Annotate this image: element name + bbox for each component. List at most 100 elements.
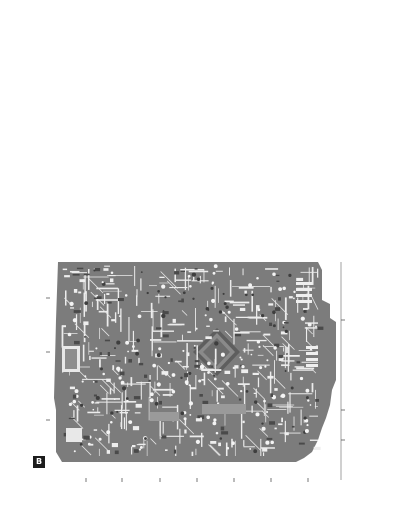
solder-pad [235,333,242,337]
solder-pad [223,302,227,306]
solder-pad [136,338,140,343]
solder-pad [252,372,259,375]
solder-pad [106,430,111,435]
solder-pad [193,344,196,347]
solder-pad [159,276,165,278]
solder-pad [93,429,98,431]
solder-pad [95,395,100,401]
solder-pad [79,443,83,446]
trace [256,401,265,411]
solder-pad [135,351,139,356]
solder-pad [313,446,321,450]
solder-pad [188,371,192,375]
solder-pad [116,366,121,371]
solder-pad [220,352,225,357]
solder-pad [282,326,285,329]
solder-pad [138,448,141,451]
solder-pad [265,440,270,445]
solder-pad [253,392,256,394]
solder-pad [192,297,195,300]
solder-pad [267,375,274,379]
trace [99,306,112,318]
solder-pad [131,349,139,352]
solder-pad [234,365,239,369]
solder-pad [132,426,140,431]
solder-pad [83,435,90,440]
solder-pad [244,293,248,297]
solder-pad [161,284,166,289]
solder-pad [257,308,261,312]
solder-pad [165,449,168,451]
solder-pad [184,429,187,434]
solder-pad [74,340,80,345]
solder-pad [178,300,184,303]
solder-pad [303,416,307,420]
solder-pad [256,277,259,280]
solder-pad [278,354,284,359]
solder-pad [205,306,210,311]
solder-pad [194,268,198,270]
trace [74,323,90,339]
solder-pad [144,374,148,378]
trace [160,271,178,289]
left-connector [62,346,82,442]
solder-pad [194,360,200,363]
trace [80,443,92,456]
solder-pad [317,326,324,330]
solder-pad [193,347,196,349]
solder-pad [134,451,138,453]
solder-pad [244,290,247,294]
trace [259,427,269,437]
solder-pad [261,426,266,431]
solder-pad [149,398,154,403]
solder-pad [127,350,130,353]
solder-pad [253,400,258,404]
trace [207,378,224,395]
solder-pad [174,271,180,275]
solder-pad [140,271,143,273]
right-reference-ticks [341,319,345,441]
solder-pad [93,269,96,272]
solder-pad [305,396,309,400]
solder-pad [106,450,110,454]
trace [149,385,161,396]
solder-pad [304,428,309,434]
trace [179,419,195,435]
solder-pad [110,271,114,274]
solder-pad [100,367,103,371]
solder-pad [171,390,176,394]
solder-pad [156,382,161,387]
solder-pad [171,373,176,377]
solder-pad [189,387,197,390]
solder-pad [118,315,122,317]
trace [261,410,270,418]
solder-pad [215,431,219,435]
solder-pad [188,384,191,387]
solder-pad [79,279,86,283]
right-connector-pads [296,282,318,367]
solder-pad [64,275,70,278]
solder-pad [219,437,223,440]
solder-pad [128,359,132,363]
solder-pad [273,346,277,350]
solder-pad [144,437,147,440]
solder-pad [207,371,210,374]
solder-pad [221,431,229,435]
solder-pad [73,310,81,313]
trace [271,298,289,315]
solder-pad [291,425,295,428]
trace [282,343,290,351]
trace [100,429,108,437]
solder-pad [269,421,275,425]
solder-pad [212,421,217,426]
solder-pad [167,361,171,365]
solder-pad [116,340,121,345]
solder-pad [110,278,114,283]
solder-pad [284,322,289,324]
solder-pad [255,412,260,417]
solder-pad [78,438,86,441]
solder-pad [76,267,84,270]
solder-pad [270,393,273,397]
trace [262,344,274,356]
